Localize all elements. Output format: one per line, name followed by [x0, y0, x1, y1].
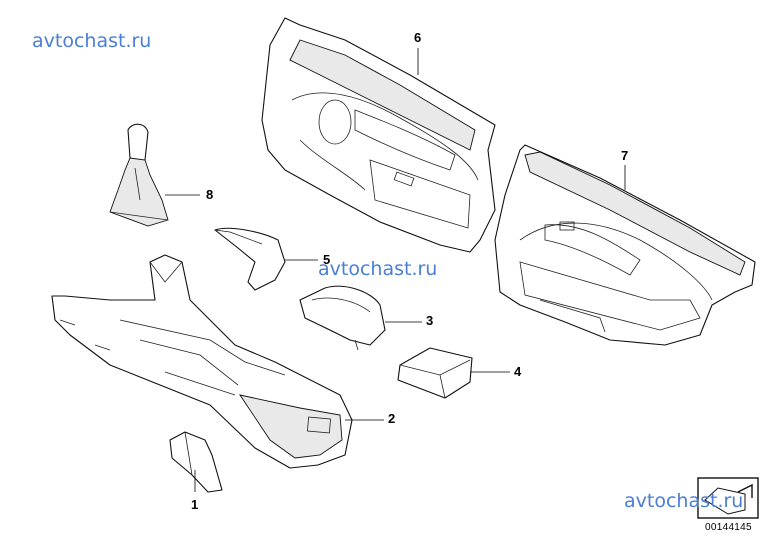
trim-cover: [214, 227, 286, 291]
leader-lines: [165, 48, 626, 492]
watermark-top-left: avtochast.ru: [32, 30, 152, 52]
callout-1: 1: [191, 497, 199, 512]
armrest-lid: [299, 285, 386, 351]
bracket-trim: [169, 431, 223, 493]
storage-pad: [397, 347, 473, 399]
rear-door-panel: [494, 144, 756, 346]
callout-2: 2: [388, 411, 396, 426]
callout-3: 3: [426, 313, 434, 328]
callout-7: 7: [621, 148, 629, 163]
callout-6: 6: [414, 30, 422, 45]
watermark-center: avtochast.ru: [318, 258, 438, 280]
watermark-bottom-right: avtochast.ru: [624, 490, 744, 512]
callout-4: 4: [514, 364, 522, 379]
callout-8: 8: [206, 187, 214, 202]
arrow-box-icon: [697, 477, 759, 519]
front-door-panel: [261, 17, 496, 253]
center-console: [51, 254, 353, 469]
shift-knob-boot: [109, 123, 169, 227]
callout-5: 5: [323, 252, 331, 267]
diagram-number: 00144145: [705, 522, 752, 533]
